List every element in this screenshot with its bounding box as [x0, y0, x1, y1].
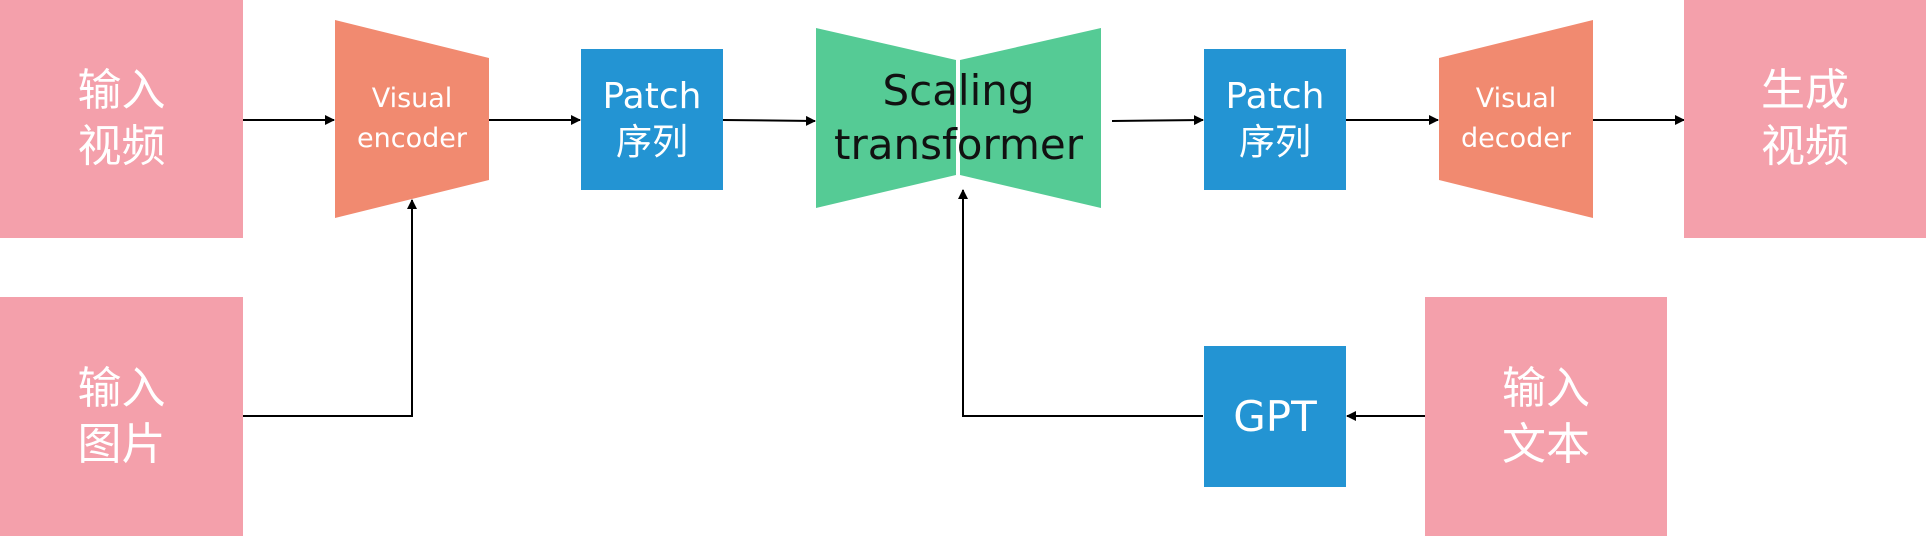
scaling-transformer-right-shape — [960, 28, 1101, 208]
input-image-line-2: 图片 — [77, 418, 166, 470]
patch-sequence-in-box: Patch 序列 — [581, 49, 723, 190]
input-video-line-1: 输入 — [77, 65, 166, 116]
visual-encoder-shape — [335, 20, 489, 218]
output-video-line-2: 视频 — [1761, 121, 1849, 172]
arrow-gpt-to-transformer — [958, 189, 1203, 417]
output-video-box: 生成 视频 — [1684, 0, 1926, 238]
input-text-line-2: 文本 — [1502, 418, 1590, 470]
patch-sequence-out-box: Patch 序列 — [1204, 49, 1346, 190]
visual-decoder-line-1: Visual — [1475, 83, 1557, 114]
scaling-transformer-left-shape — [816, 28, 956, 208]
input-image-box: 输入 图片 — [0, 297, 243, 536]
input-text-box: 输入 文本 — [1425, 297, 1667, 536]
patch-sequence-out-line-1: Patch — [1225, 75, 1325, 117]
patch-sequence-in-line-1: Patch — [602, 75, 702, 117]
input-image-line-1: 输入 — [77, 362, 166, 414]
gpt-label: GPT — [1233, 391, 1317, 441]
scaling-transformer-line-2: transformer — [833, 120, 1083, 169]
arrow-image-to-encoder — [243, 199, 417, 417]
visual-decoder-shape — [1439, 20, 1593, 218]
input-video-line-2: 视频 — [77, 121, 166, 172]
input-video-box: 输入 视频 — [0, 0, 243, 238]
visual-encoder-line-2: encoder — [357, 123, 467, 154]
patch-sequence-out-line-2: 序列 — [1238, 121, 1311, 163]
gpt-box: GPT — [1204, 346, 1346, 487]
patch-sequence-in-line-2: 序列 — [615, 121, 688, 163]
visual-encoder-label: Visual encoder — [335, 58, 489, 180]
visual-encoder-line-1: Visual — [371, 83, 453, 114]
visual-decoder-label: Visual decoder — [1439, 58, 1593, 180]
scaling-transformer-label: Scaling transformer — [816, 60, 1101, 176]
input-text-line-1: 输入 — [1502, 362, 1590, 414]
scaling-transformer-line-1: Scaling — [882, 66, 1035, 115]
arrow-transformer-to-patch — [1111, 115, 1204, 126]
visual-decoder-line-2: decoder — [1461, 123, 1571, 154]
arrow-patch-to-transformer — [722, 115, 816, 126]
connectors — [243, 115, 1685, 421]
output-video-line-1: 生成 — [1761, 65, 1849, 116]
